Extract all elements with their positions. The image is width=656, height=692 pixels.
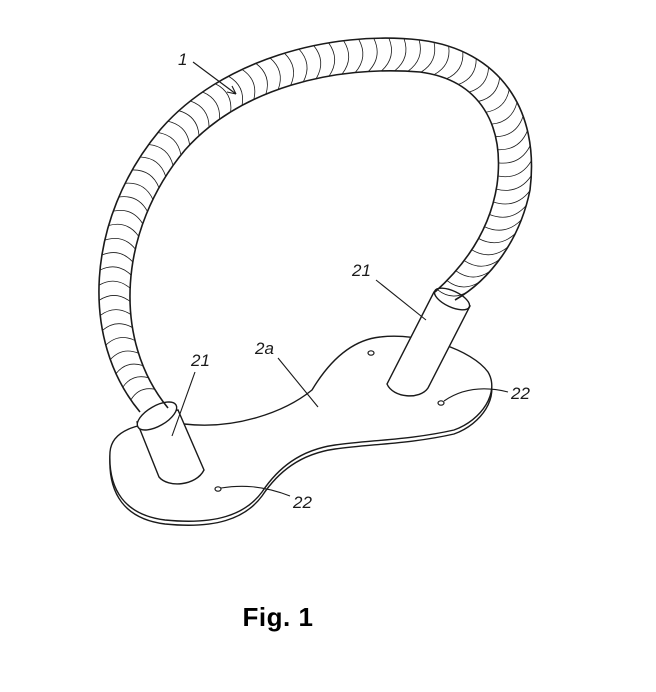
rope-strand	[102, 323, 133, 331]
rope-strand	[157, 132, 182, 156]
rope-strand	[489, 205, 527, 218]
rope-strand	[394, 38, 407, 72]
rope-strand	[407, 39, 421, 72]
rope-strand	[497, 160, 532, 178]
handle-inner-edge	[129, 69, 500, 409]
post-left	[136, 401, 205, 485]
rope-strand	[125, 182, 154, 200]
rope-strand	[498, 145, 531, 164]
rope-strand	[437, 289, 468, 297]
label-hole-right: 22	[510, 384, 530, 403]
rope-strand	[495, 116, 524, 138]
rope-strand	[478, 77, 501, 102]
rope-strand	[469, 67, 489, 93]
rope-strand	[354, 38, 364, 73]
rope-strand	[496, 175, 532, 191]
rope-strand	[298, 48, 308, 82]
label-handle: 1	[178, 50, 187, 69]
hole-right	[437, 400, 445, 406]
rope-strand	[105, 337, 136, 346]
rope-strand	[202, 91, 221, 120]
rope-strand	[100, 309, 132, 316]
rope-strand	[341, 40, 350, 75]
rope-strand	[122, 376, 149, 388]
rope-strand	[381, 37, 392, 72]
rope-strand	[491, 102, 518, 125]
rope-strand	[115, 363, 144, 374]
rope-strand	[130, 388, 155, 401]
rope-strand	[101, 252, 134, 263]
rope-strand	[99, 266, 132, 276]
label-hole-left: 22	[292, 493, 312, 512]
rope-strand	[108, 223, 139, 237]
leader-1-arrow	[226, 85, 237, 95]
rope-strand	[269, 57, 281, 90]
rope-strand	[113, 210, 144, 224]
rope-hatching	[98, 37, 532, 401]
rope-strand	[484, 219, 522, 231]
rope-strand	[446, 51, 464, 80]
rope-strand	[368, 38, 378, 72]
rope-strand	[433, 46, 450, 76]
label-post-left: 21	[190, 351, 210, 370]
rope-strand	[284, 52, 294, 86]
label-post-right: 21	[351, 261, 371, 280]
figure-caption: Fig. 1	[242, 602, 314, 632]
rope-strand	[493, 190, 531, 205]
leader-22-left	[220, 485, 291, 497]
hole-left	[214, 486, 222, 492]
rope-strand	[178, 110, 200, 136]
rope-strand	[420, 42, 436, 73]
label-base-plate: 2a	[254, 339, 274, 358]
rope-strand	[148, 144, 174, 166]
leader-22-right	[443, 388, 509, 402]
handle-outer-edge	[98, 37, 533, 413]
leader-21-left	[171, 371, 196, 437]
rope-strand	[471, 246, 509, 256]
rope-strand	[140, 156, 167, 177]
rope-strand	[118, 196, 148, 212]
rope-strand	[98, 295, 131, 302]
rope-strand	[255, 63, 268, 95]
hole-top	[367, 350, 375, 356]
rope-strand	[313, 45, 322, 79]
leader-lines	[171, 61, 509, 497]
rope-strand	[458, 58, 477, 85]
leader-1	[192, 61, 237, 95]
rope-strand	[463, 259, 500, 267]
rope-strand	[104, 237, 136, 250]
rope-strand	[328, 42, 336, 77]
rope-strand	[478, 233, 516, 244]
rope-strand	[110, 350, 139, 360]
rope-strand	[132, 169, 160, 188]
rope-strand	[98, 280, 131, 289]
rope-strand	[446, 280, 480, 288]
rope-strand	[215, 83, 232, 113]
rope-strand	[167, 120, 191, 146]
rope-strand	[485, 89, 510, 113]
leader-2a	[277, 357, 319, 408]
rope-strand	[241, 69, 256, 100]
rope-strand	[455, 270, 491, 278]
rope-strand	[228, 75, 244, 106]
rope-strand	[190, 100, 210, 128]
leader-21-right	[375, 279, 427, 321]
rope-handle	[98, 37, 533, 413]
rope-strand	[497, 130, 528, 151]
